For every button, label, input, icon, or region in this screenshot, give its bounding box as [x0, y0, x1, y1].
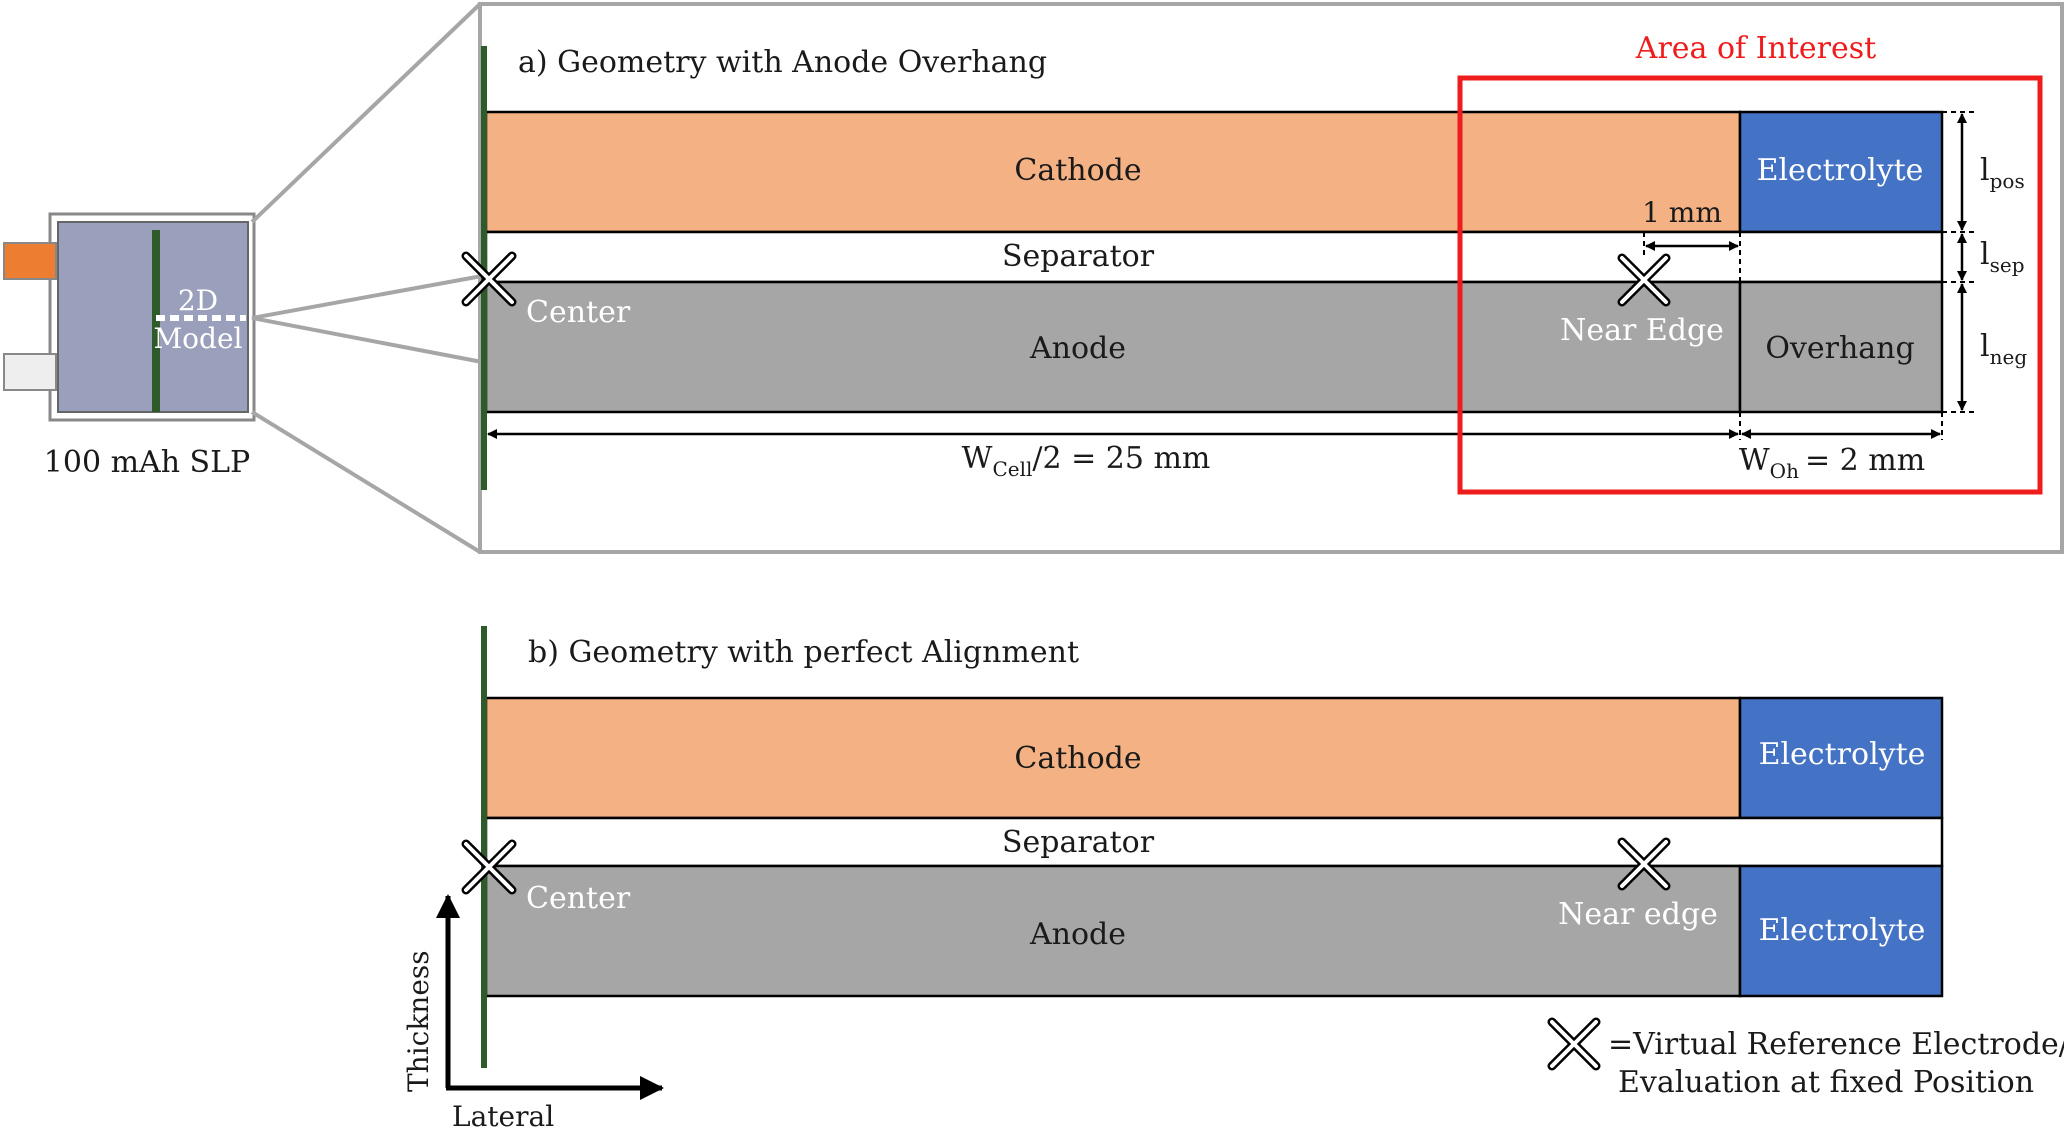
tab-positive [3, 242, 57, 280]
separator-layer-b [484, 816, 1944, 868]
cathode-label-b: Cathode [1014, 741, 1141, 776]
separator-label-b: Separator [1002, 825, 1155, 860]
dim-lneg-label: lneg [1980, 329, 2027, 369]
zoom-line-lower [250, 410, 482, 554]
anode-label: Anode [1029, 331, 1126, 366]
near-edge-marker-b [1617, 837, 1671, 891]
panel-a-title: a) Geometry with Anode Overhang [518, 45, 1047, 80]
center-label-a: Center [526, 295, 631, 330]
thickness-axis-label: Thickness [402, 950, 435, 1092]
panel-a: a) Geometry with Anode Overhang Area of … [461, 2, 2064, 554]
axes: Thickness Lateral [402, 894, 664, 1130]
legend-line1: =Virtual Reference Electrode/ [1608, 1027, 2064, 1062]
center-label-b: Center [526, 881, 631, 916]
dim-lpos-label: lpos [1980, 153, 2025, 193]
electrolyte-top-label-b: Electrolyte [1759, 737, 1926, 772]
anode-layer [484, 280, 1742, 414]
near-edge-label-b: Near edge [1558, 897, 1718, 932]
dim-wcell-label: WCell/2 = 25 mm [962, 441, 1211, 481]
cathode-label: Cathode [1014, 153, 1141, 188]
model-label-line2: Model [154, 322, 243, 355]
dim-lsep-label: lsep [1980, 237, 2025, 277]
dim-1mm-label: 1 mm [1642, 196, 1722, 229]
center-marker-a [461, 251, 517, 307]
pouch-cell: 2D Model 100 mAh SLP [3, 212, 256, 480]
separator-label: Separator [1002, 239, 1155, 274]
separator-layer [484, 230, 1944, 284]
overhang-label: Overhang [1765, 331, 1914, 366]
legend: =Virtual Reference Electrode/ Evaluation… [1547, 1017, 2064, 1100]
electrolyte-bottom-label-b: Electrolyte [1759, 913, 1926, 948]
zoom-line-mid-lower [251, 316, 483, 364]
legend-line2: Evaluation at fixed Position [1618, 1065, 2034, 1100]
anode-label-b: Anode [1029, 917, 1126, 952]
near-edge-label-a: Near Edge [1560, 313, 1724, 348]
electrolyte-label: Electrolyte [1757, 153, 1924, 188]
dim-woh-label: WOh= 2 mm [1739, 443, 1925, 483]
panel-b-title: b) Geometry with perfect Alignment [528, 635, 1079, 670]
lateral-axis-label: Lateral [452, 1100, 554, 1130]
center-marker-b [461, 839, 517, 895]
panel-b: b) Geometry with perfect Alignment Catho… [461, 626, 1944, 1068]
electrolyte-bottom-b [1738, 864, 1944, 998]
near-edge-marker-a [1617, 253, 1671, 307]
electrolyte-top-b [1738, 696, 1944, 820]
anode-layer-b [484, 864, 1742, 998]
area-of-interest-label: Area of Interest [1635, 31, 1876, 66]
zoom-lines [250, 2, 483, 554]
cell-label: 100 mAh SLP [44, 445, 250, 480]
overhang-region [1738, 280, 1944, 414]
electrolyte-top [1738, 110, 1944, 234]
tab-negative [3, 353, 57, 391]
legend-marker-icon [1547, 1017, 1601, 1071]
model-label-line1: 2D [178, 284, 218, 317]
area-of-interest-box [1457, 75, 2043, 495]
zoom-line-upper [250, 2, 482, 224]
zoom-line-mid-upper [251, 274, 483, 320]
